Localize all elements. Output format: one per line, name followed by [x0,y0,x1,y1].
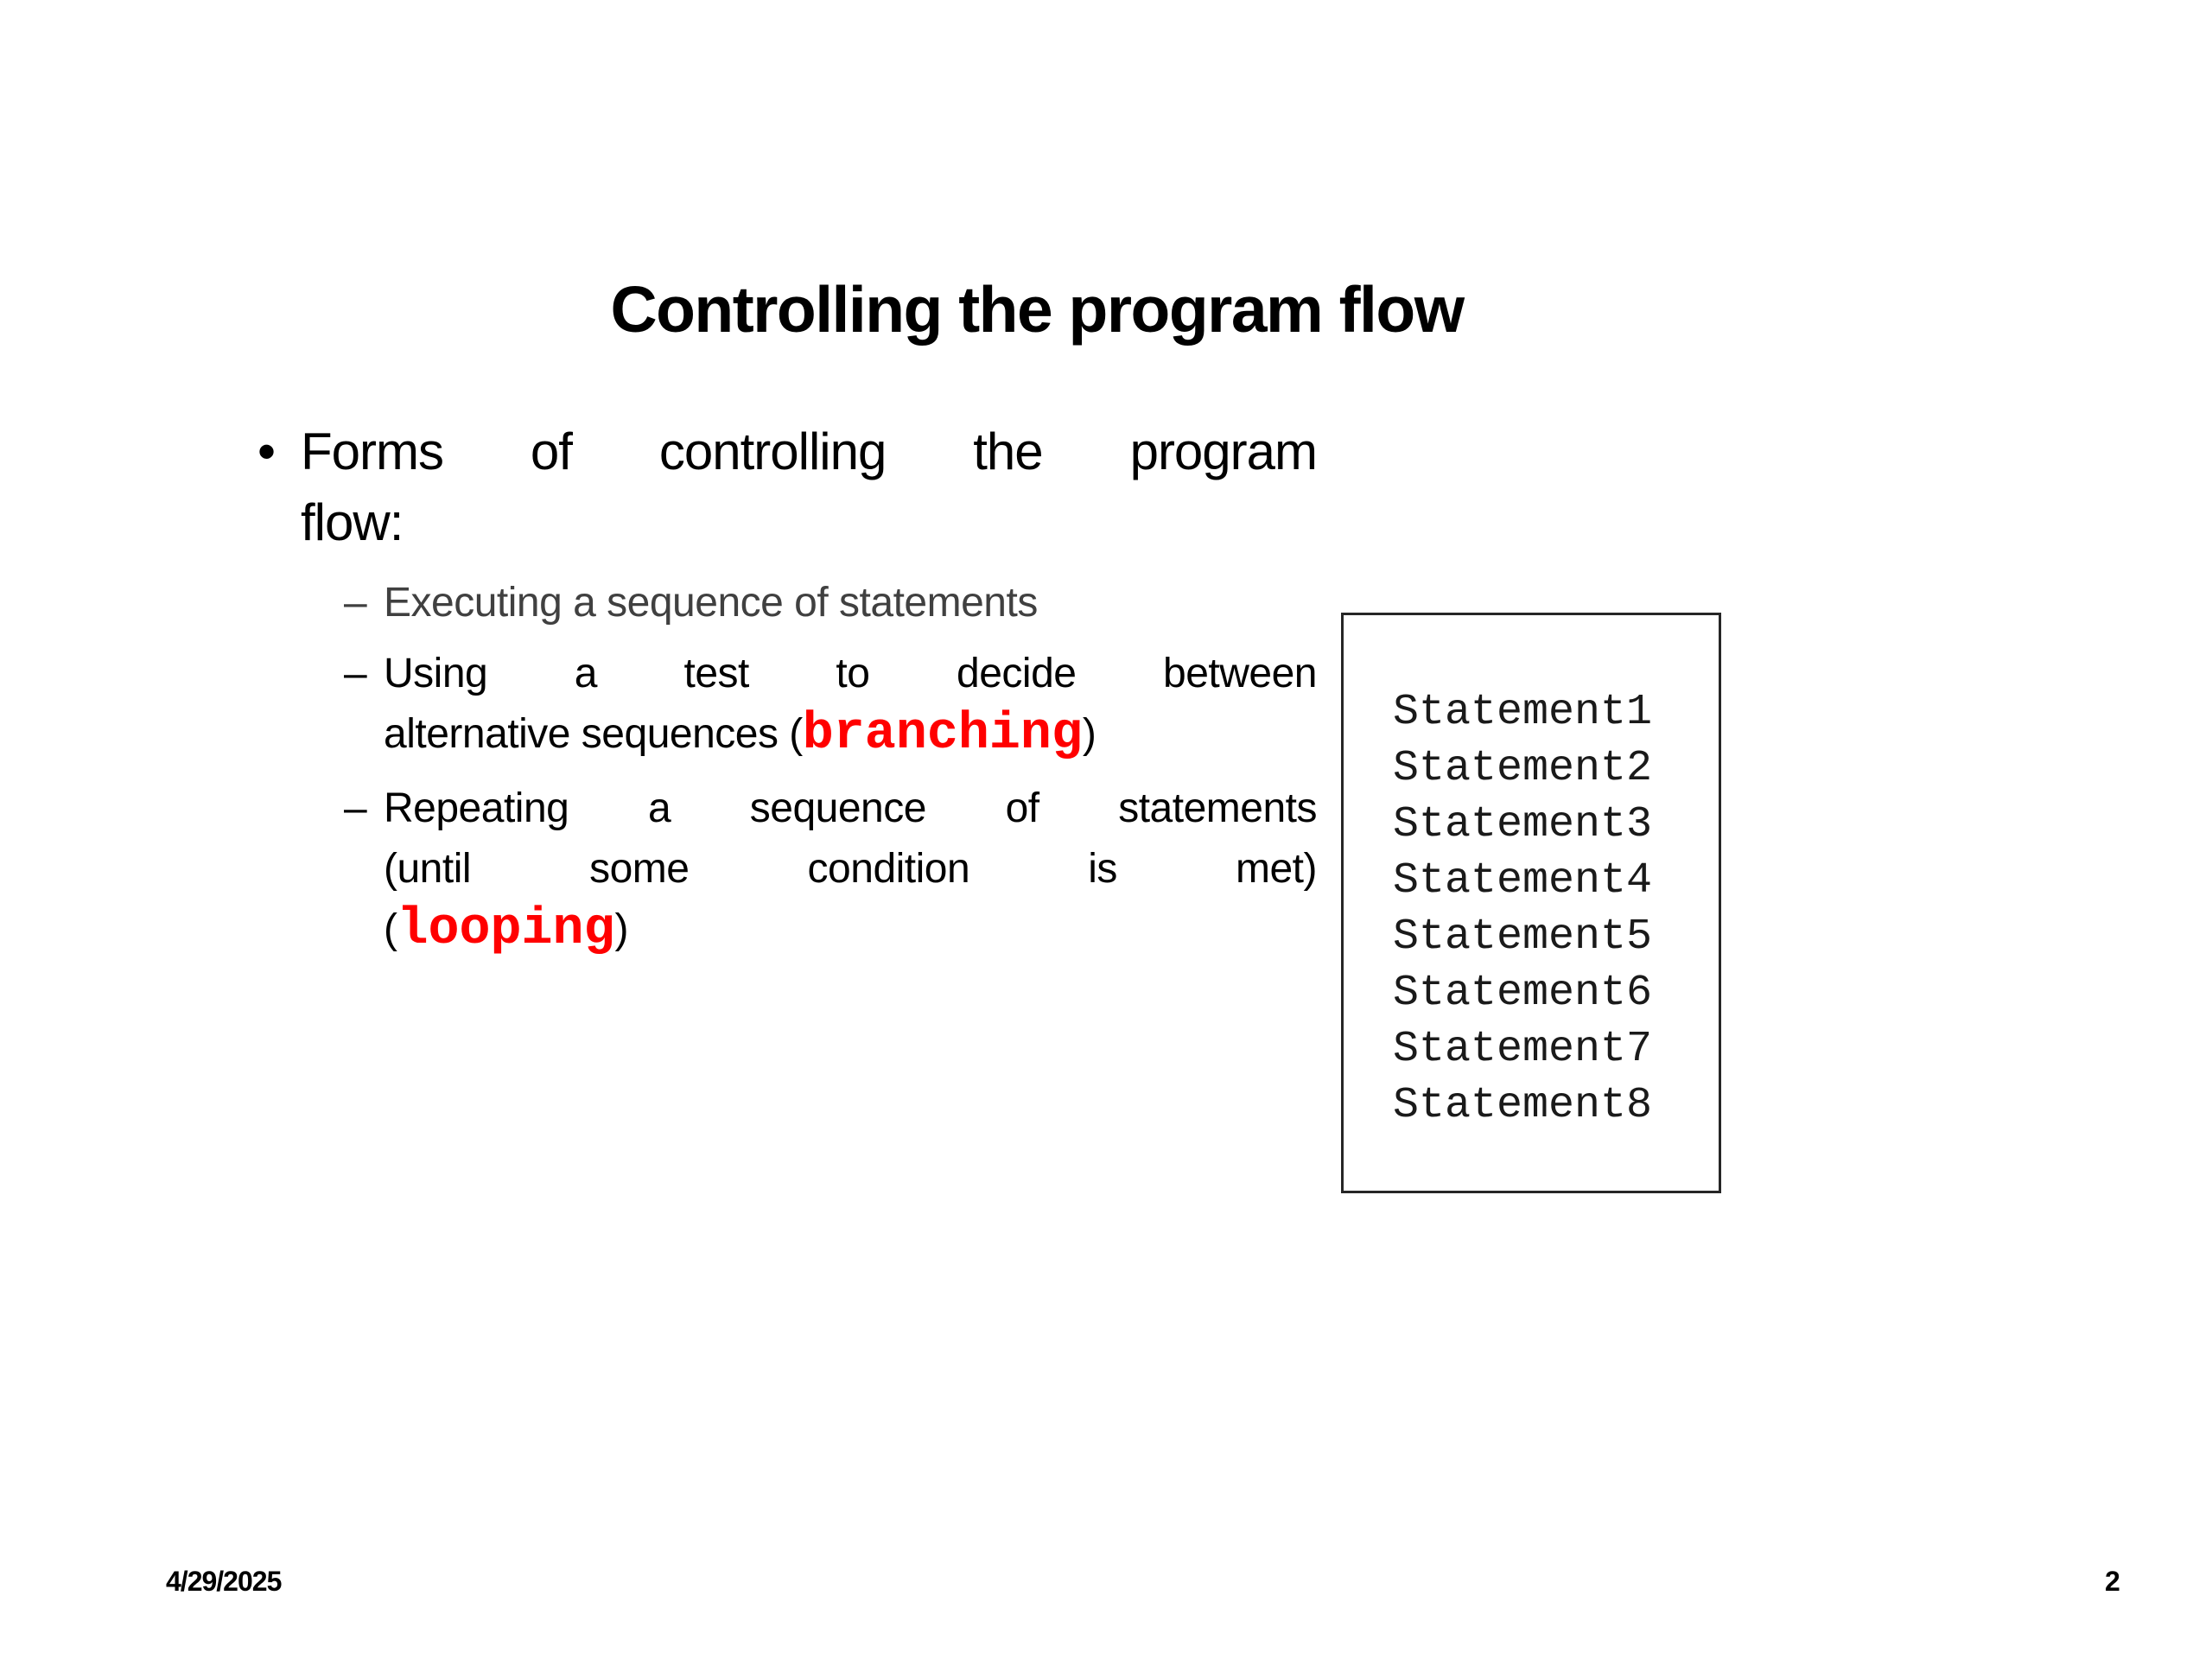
sub-bullet-looping-line2: (until some condition is met) [384,846,1318,892]
statements-box: Statement1 Statement2 Statement3 Stateme… [1341,613,1721,1193]
bullet-marker: • [257,423,276,480]
bullet-forms-line2: flow: [301,493,404,551]
branching-line2-pre: alternative sequences ( [384,711,803,757]
looping-keyword: looping [397,900,615,959]
looping-line3-post: ) [614,906,629,952]
statement-line: Statement1 [1393,688,1653,737]
branching-line2-post: ) [1082,711,1096,757]
statement-line: Statement2 [1393,744,1653,793]
sub-bullet-sequence-text: Executing a sequence of statements [384,580,1038,626]
branching-keyword: branching [802,705,1083,764]
bullet-forms-line1: Forms of controlling the program [301,423,1318,480]
statement-line: Statement6 [1393,969,1653,1018]
footer-page-number: 2 [2105,1566,2120,1597]
dash-marker: – [344,580,367,626]
body-text-column: • Forms of controlling the program flow:… [257,416,1318,960]
footer-date: 4/29/2025 [166,1566,282,1597]
statement-line: Statement5 [1393,912,1653,962]
statement-line: Statement8 [1393,1081,1653,1130]
statement-line: Statement4 [1393,856,1653,906]
sub-bullet-branching: – Using a test to decide between alterna… [301,644,1318,765]
sub-bullet-looping-line3: (looping) [384,899,1317,960]
dash-marker: – [344,785,367,831]
sub-bullet-looping-line1: Repeating a sequence of statements [384,785,1318,831]
bullet-forms: • Forms of controlling the program flow: [257,416,1318,558]
slide-title: Controlling the program flow [610,273,1465,346]
sub-bullet-branching-line2: alternative sequences (branching) [384,704,1317,765]
statement-line: Statement7 [1393,1025,1653,1074]
statement-line: Statement3 [1393,800,1653,849]
dash-marker: – [344,651,367,696]
looping-line3-pre: ( [384,906,397,952]
sub-bullet-looping: – Repeating a sequence of statements (un… [301,779,1318,960]
sub-bullet-sequence: – Executing a sequence of statements [301,573,1317,633]
sub-bullet-branching-line1: Using a test to decide between [384,651,1318,696]
